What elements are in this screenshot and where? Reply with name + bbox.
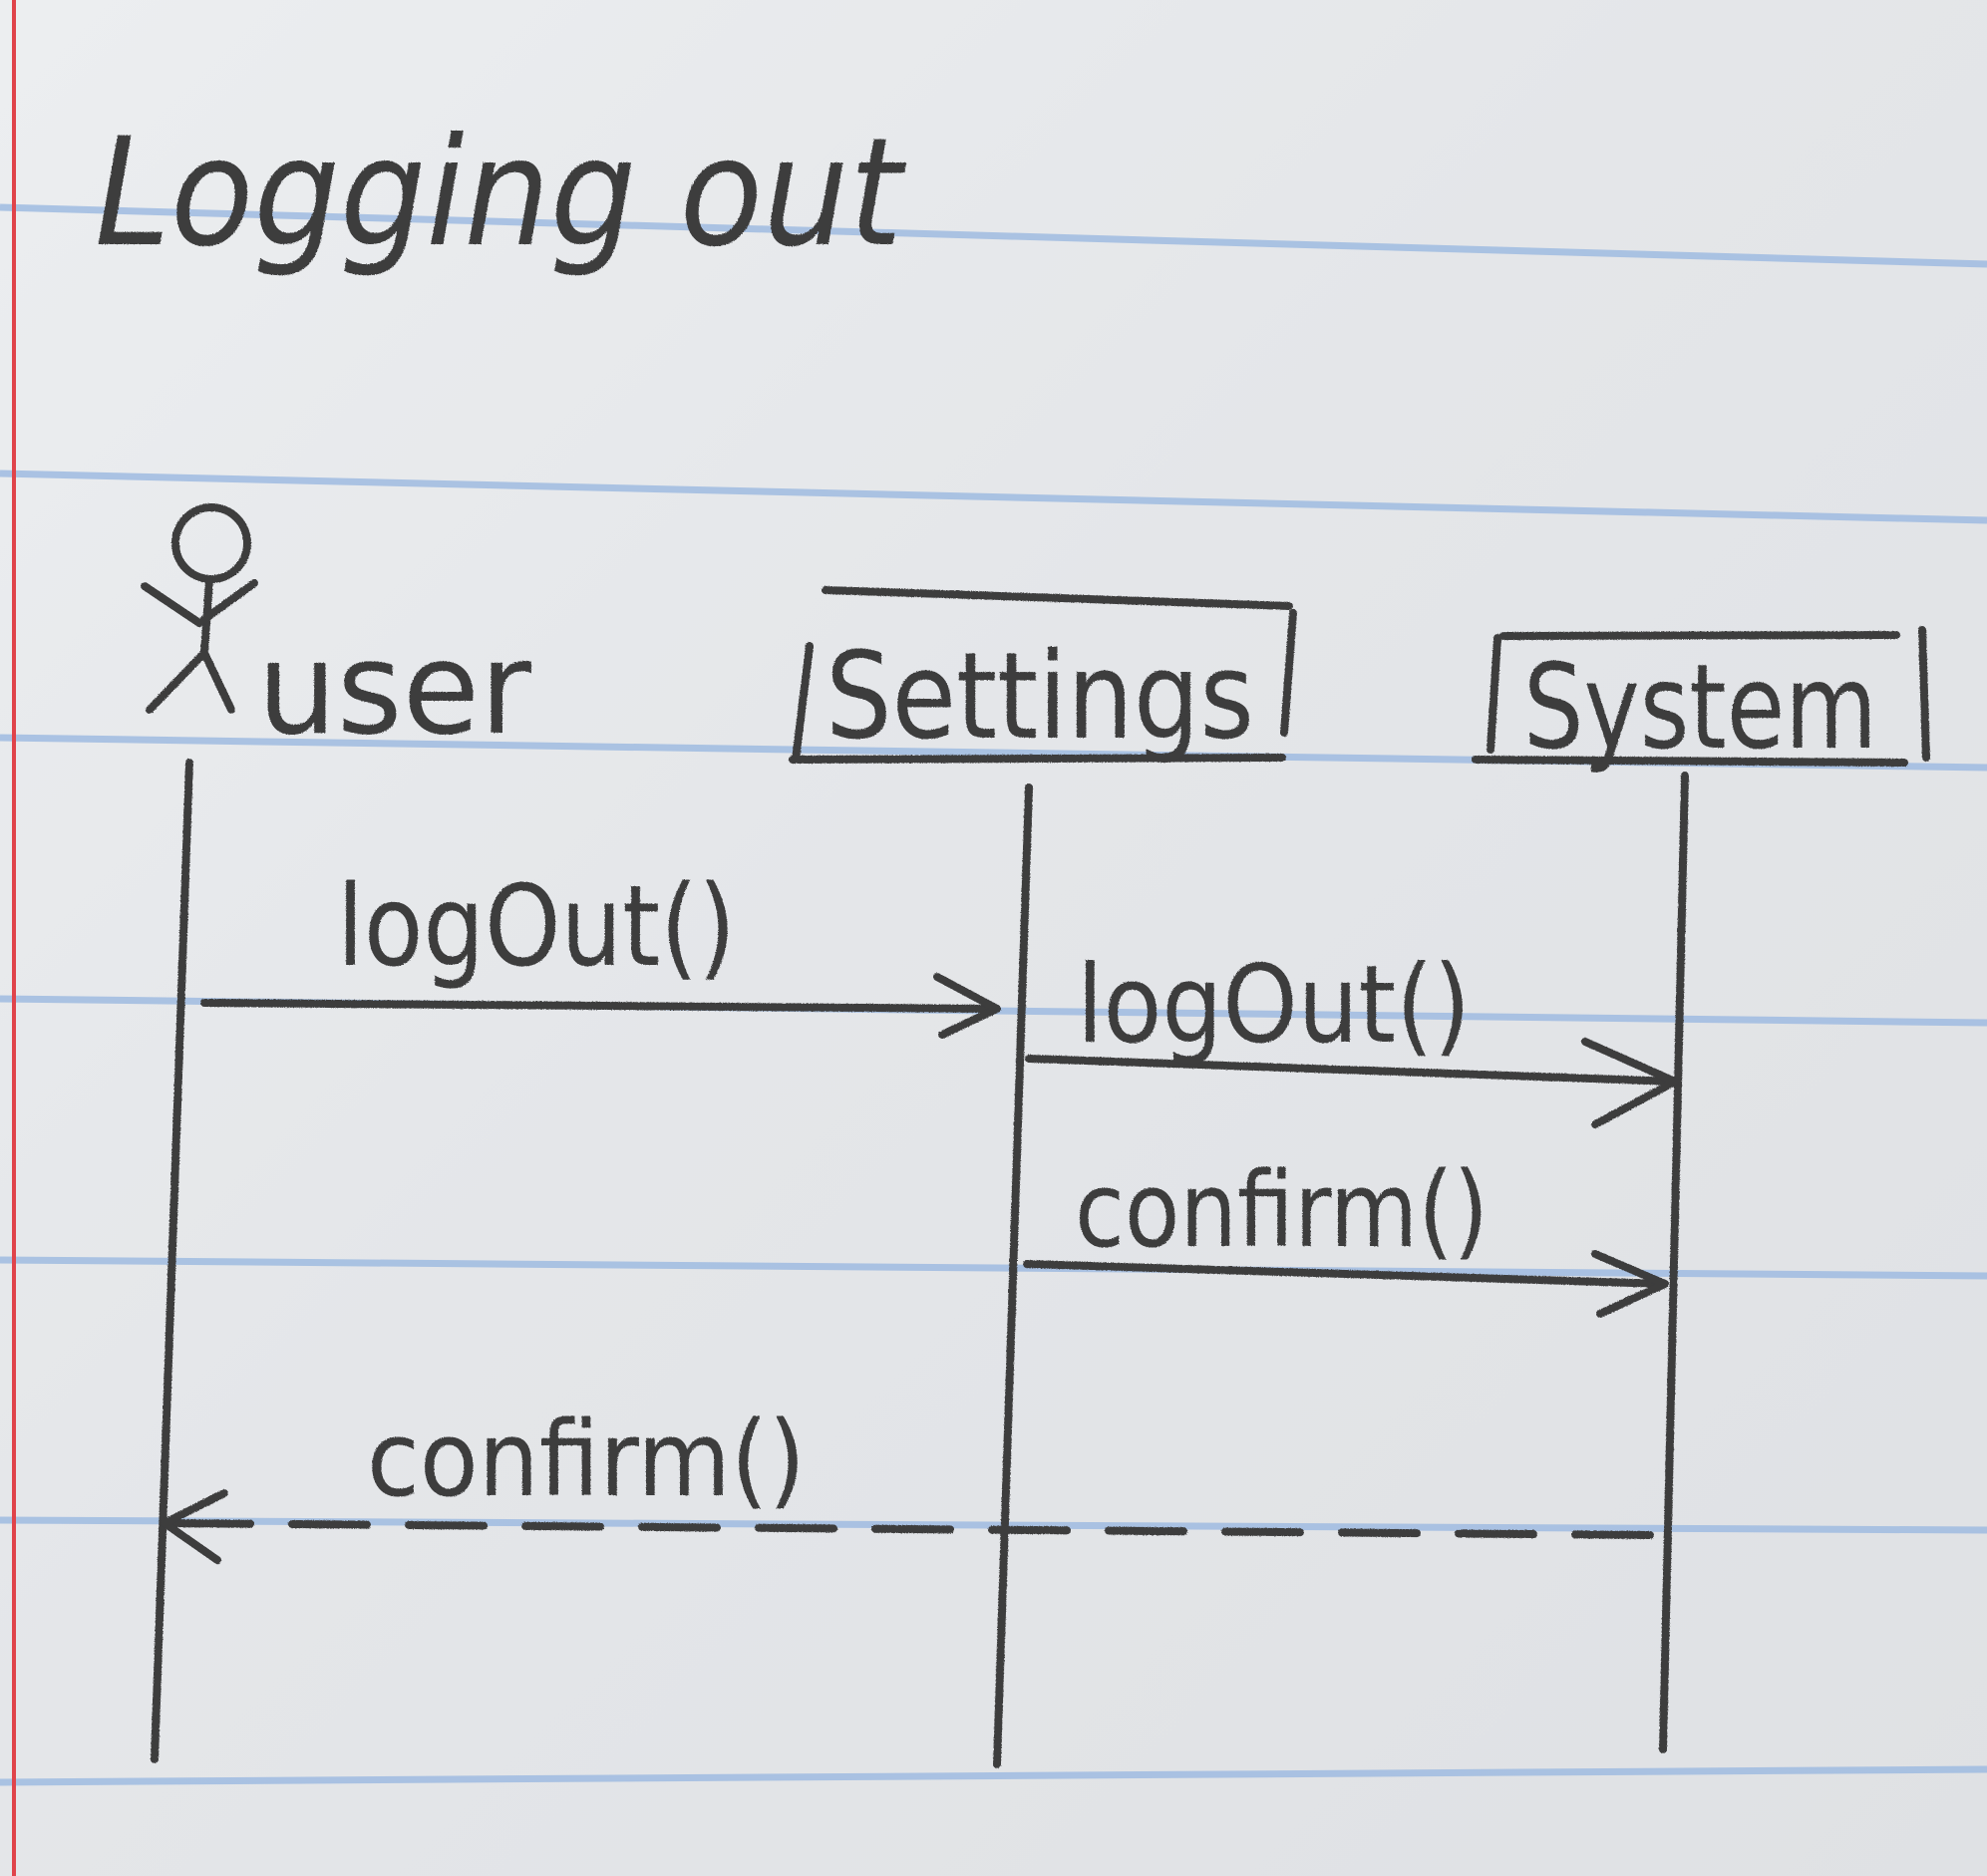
participant-label-system: System bbox=[1523, 638, 1877, 776]
message-arrow-confirm-return bbox=[161, 1519, 1654, 1539]
participant-settings: Settings bbox=[789, 586, 1297, 767]
notebook-rules bbox=[0, 203, 1987, 1786]
messages: logOut() logOut() confirm() confirm() bbox=[161, 862, 1679, 1564]
notebook-rule bbox=[0, 203, 1987, 268]
notebook-rule bbox=[0, 469, 1987, 524]
diagram-title: Logging out bbox=[95, 107, 907, 280]
participant-label-settings: Settings bbox=[826, 628, 1254, 767]
arrowhead bbox=[1581, 1038, 1679, 1128]
participant-box bbox=[789, 586, 1297, 764]
lifeline-settings bbox=[993, 783, 1033, 1768]
message-arrow-logout-settings bbox=[1025, 1055, 1679, 1086]
message-label-logout-settings: logOut() bbox=[1077, 943, 1471, 1068]
message-arrow-confirm-settings bbox=[1023, 1260, 1669, 1288]
message-label-confirm-return: confirm() bbox=[367, 1399, 806, 1520]
arrowhead bbox=[933, 973, 1001, 1039]
actor-user: user bbox=[141, 503, 531, 764]
actor-legs bbox=[146, 649, 235, 714]
arrowhead bbox=[161, 1489, 228, 1564]
participant-box bbox=[1472, 626, 1930, 767]
lifelines bbox=[151, 759, 1689, 1768]
notebook-rule bbox=[0, 1765, 1987, 1786]
participant-label-user: user bbox=[257, 615, 531, 764]
message-arrow-logout-user bbox=[200, 999, 1001, 1013]
actor-head bbox=[171, 503, 251, 583]
lifeline-user bbox=[151, 759, 193, 1763]
lifeline-system bbox=[1659, 772, 1689, 1753]
message-label-logout-user: logOut() bbox=[337, 862, 736, 992]
message-label-confirm-settings: confirm() bbox=[1075, 1149, 1489, 1271]
actor-arms bbox=[141, 579, 258, 627]
participant-system: System bbox=[1472, 626, 1930, 776]
notebook-rule bbox=[0, 1256, 1987, 1280]
arrowhead bbox=[1591, 1250, 1669, 1318]
